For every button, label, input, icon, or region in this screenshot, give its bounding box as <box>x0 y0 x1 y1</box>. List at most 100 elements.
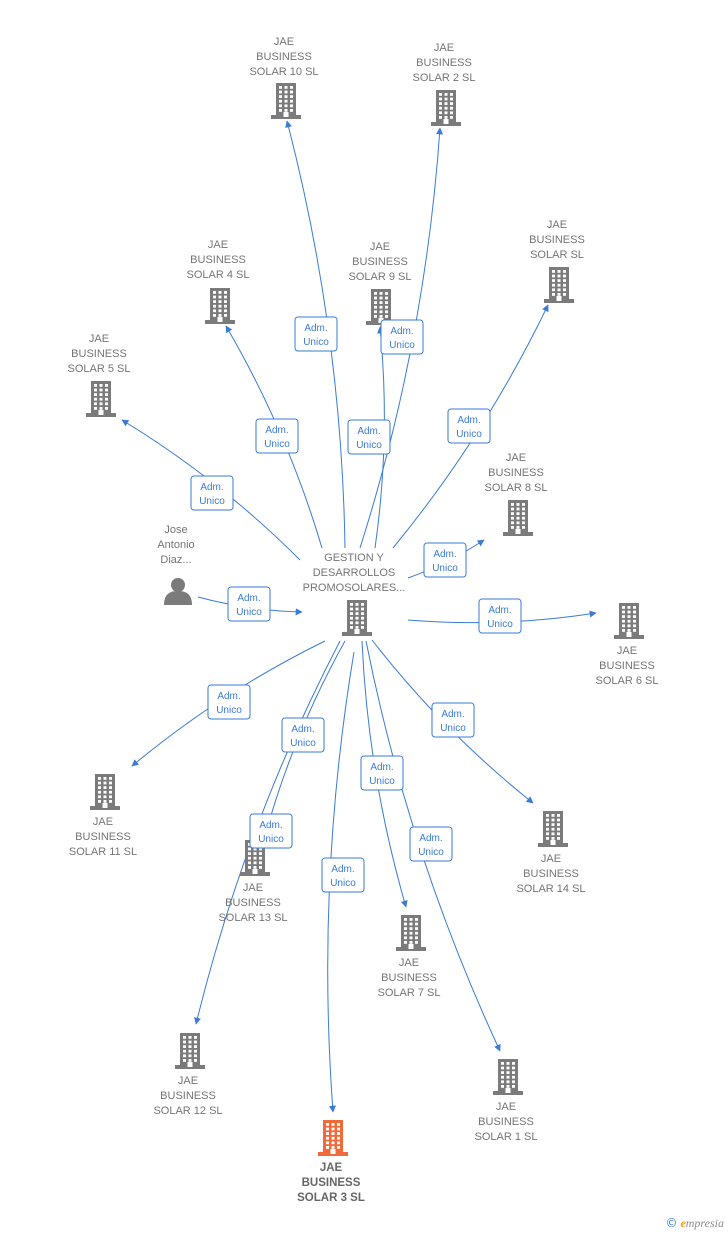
edge-label-solar11[interactable]: Adm. Unico <box>207 684 251 720</box>
company-label-solar10-line: SOLAR 10 SL <box>249 66 318 78</box>
edge-label-solar5[interactable]: Adm.Unico <box>190 475 234 511</box>
person-label-line: Jose <box>164 524 187 536</box>
building-icon-solar7[interactable] <box>396 915 426 951</box>
edge-label-text: Adm. <box>259 820 282 831</box>
company-label-solar7-line: BUSINESS <box>381 972 437 984</box>
edge-label-text: Unico <box>432 563 458 574</box>
building-icon-solar3[interactable] <box>318 1120 348 1156</box>
edge-label-solar[interactable]: Adm.Unico <box>447 408 491 444</box>
company-label-solar10-line: JAE <box>274 36 294 48</box>
edge-label-text: Unico <box>369 776 395 787</box>
company-label-solar13-line: BUSINESS <box>225 897 281 909</box>
company-label-solar8-line: SOLAR 8 SL <box>485 482 548 494</box>
edge-label-text: Unico <box>418 847 444 858</box>
building-icon-solar6[interactable] <box>614 603 644 639</box>
edge-label-box <box>227 586 271 622</box>
building-icon-solar14[interactable] <box>538 811 568 847</box>
edge-label-box <box>360 755 404 791</box>
edge-label-solar7[interactable]: Adm. Unico <box>360 755 404 791</box>
edge-label-solar4[interactable]: Adm. Unico <box>255 418 299 454</box>
building-icon-solar1[interactable] <box>493 1059 523 1095</box>
edge-label-text: Adm. <box>390 326 413 337</box>
edge-label-box <box>249 813 293 849</box>
edge-label-text: Unico <box>290 738 316 749</box>
edge-label-solar12[interactable]: Adm.Unico <box>249 813 293 849</box>
company-label-solar14-line: BUSINESS <box>523 868 579 880</box>
edge-label-solar10[interactable]: Adm.Unico <box>294 316 338 352</box>
building-icon-solar5[interactable] <box>86 381 116 417</box>
edge-label-box <box>255 418 299 454</box>
edge-label-box <box>478 598 522 634</box>
building-icon-solar10[interactable] <box>271 83 301 119</box>
edge-label-text: Adm. <box>237 593 260 604</box>
edge-label-text: Adm. <box>200 482 223 493</box>
edge-label-text: Unico <box>264 439 290 450</box>
company-label-solar3-line: SOLAR 3 SL <box>297 1192 365 1204</box>
building-icon-solar9[interactable] <box>366 289 396 325</box>
edge-label-solar1[interactable]: Adm.Unico <box>409 826 453 862</box>
person-icon[interactable] <box>164 578 192 605</box>
edge-label-text: Unico <box>440 723 466 734</box>
company-label-solar13-line: JAE <box>243 882 263 894</box>
company-label-solar5-line: BUSINESS <box>71 348 127 360</box>
company-label-solar3-line: JAE <box>320 1162 343 1174</box>
company-label-solar-line: SOLAR SL <box>530 249 584 261</box>
edge-label-text: Adm. <box>217 691 240 702</box>
company-label-solar9-line: BUSINESS <box>352 256 408 268</box>
empresia-logo: © empresia <box>665 1216 724 1230</box>
edge-label-box <box>380 319 424 355</box>
company-label-solar12-line: JAE <box>178 1075 198 1087</box>
edge-label-solar8[interactable]: Adm.Unico <box>423 542 467 578</box>
edge-label-solar6[interactable]: Adm.Unico <box>478 598 522 634</box>
edge-label-text: Unico <box>389 340 415 351</box>
edge-label-text: Unico <box>303 337 329 348</box>
company-label-solar1: JAE BUSINESS SOLAR 1 SL <box>475 1101 538 1143</box>
building-icon-solar12[interactable] <box>175 1033 205 1069</box>
company-label-solar4-line: JAE <box>208 239 228 251</box>
edge-label-text: Adm. <box>370 762 393 773</box>
edge-label-text: Unico <box>236 607 262 618</box>
company-label-solar1-line: BUSINESS <box>478 1116 534 1128</box>
edge-label-box <box>321 857 365 893</box>
building-icon-solar4[interactable] <box>205 288 235 324</box>
building-icon-solar8[interactable] <box>503 500 533 536</box>
edge-label-text: Adm. <box>357 426 380 437</box>
edge-label-solar2[interactable]: Adm. Unico <box>380 319 424 355</box>
company-label-solar1-line: JAE <box>496 1101 516 1113</box>
edge-label-solar9[interactable]: Adm. Unico <box>347 419 391 455</box>
edge-label-solar3[interactable]: Adm.Unico <box>321 857 365 893</box>
company-label-solar12-line: BUSINESS <box>160 1090 216 1102</box>
center-company-label-line: PROMOSOLARES... <box>303 582 406 594</box>
edge-label-text: Unico <box>356 440 382 451</box>
company-label-solar8-line: JAE <box>506 452 526 464</box>
company-label-solar2-line: SOLAR 2 SL <box>413 72 476 84</box>
company-label-solar5-line: JAE <box>89 333 109 345</box>
center-building-icon[interactable] <box>342 600 372 636</box>
company-label-solar2-line: BUSINESS <box>416 57 472 69</box>
edge-label-solar14[interactable]: Adm.Unico <box>431 702 475 738</box>
building-icon-solar11[interactable] <box>90 774 120 810</box>
building-icon-solar[interactable] <box>544 267 574 303</box>
building-icon-solar2[interactable] <box>431 90 461 126</box>
edge-label-text: Adm. <box>265 425 288 436</box>
company-label-solar10-line: BUSINESS <box>256 51 312 63</box>
edge-label-text: Adm. <box>291 724 314 735</box>
company-label-solar7-line: SOLAR 7 SL <box>378 987 441 999</box>
company-label-solar1-line: SOLAR 1 SL <box>475 1131 538 1143</box>
edge-label-text: Unico <box>330 878 356 889</box>
center-company-label-line: GESTION Y <box>324 552 384 564</box>
edge-label-text: Unico <box>216 705 242 716</box>
edge-label-person[interactable]: Adm. Unico <box>227 586 271 622</box>
edge-label-solar13[interactable]: Adm. Unico <box>281 717 325 753</box>
edge-label-text: Unico <box>487 619 513 630</box>
